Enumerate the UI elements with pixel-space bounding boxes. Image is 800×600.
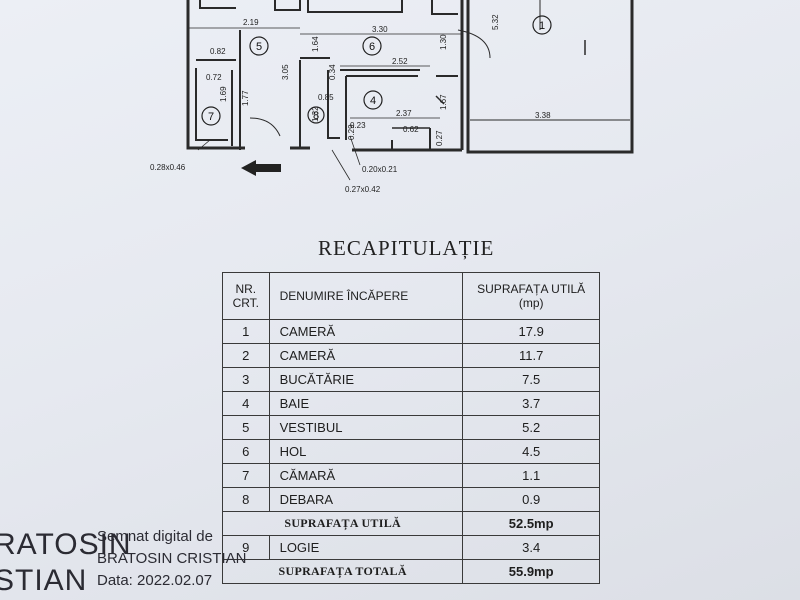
row-area: 3.7 — [462, 391, 600, 416]
row-nr: 7 — [222, 463, 270, 488]
signer-name: BRATOSIN CRISTIAN — [97, 550, 247, 567]
recap-title: RECAPITULAȚIE — [318, 236, 495, 260]
dimension-label: 3.38 — [535, 111, 551, 120]
row-name: BAIE — [268, 391, 464, 416]
row-nr: 6 — [222, 439, 270, 464]
dimension-label: 3.30 — [372, 25, 388, 34]
dimension-label: 5.32 — [491, 14, 500, 30]
dimension-label: 2.52 — [392, 57, 408, 66]
row-area: 1.1 — [462, 463, 600, 488]
room-number: 1 — [539, 20, 545, 32]
row-area: 5.2 — [462, 415, 600, 440]
row-area: 3.4 — [462, 535, 600, 560]
room-number: 8 — [313, 110, 319, 122]
recap-table: NR. CRT. DENUMIRE ÎNCĂPERE SUPRAFAȚA UTI… — [221, 272, 600, 584]
dimension-label: 0.34 — [328, 64, 337, 80]
table-row: 4 BAIE 3.7 — [222, 391, 600, 416]
header-room-name: DENUMIRE ÎNCĂPERE — [268, 272, 464, 320]
callout-label: 0.20x0.21 — [362, 165, 398, 174]
dimension-label: 0.85 — [318, 93, 334, 102]
table-row: 6 HOL 4.5 — [222, 439, 600, 464]
dimension-label: 0.27 — [435, 130, 444, 146]
row-area: 17.9 — [462, 319, 600, 344]
table-row: 1 CAMERĂ 17.9 — [222, 319, 600, 344]
room-number: 4 — [370, 95, 376, 107]
table-header-row: NR. CRT. DENUMIRE ÎNCĂPERE SUPRAFAȚA UTI… — [222, 272, 600, 320]
row-name: CĂMARĂ — [268, 463, 464, 488]
dimension-label: 1.32 — [311, 106, 320, 122]
dimension-label: 1.77 — [241, 90, 250, 106]
row-name: CAMERĂ — [268, 319, 464, 344]
grand-total-row: SUPRAFAȚA TOTALĂ 55.9mp — [221, 559, 600, 584]
dimension-label: 0.62 — [403, 125, 419, 134]
room-number: 6 — [369, 41, 375, 53]
dimension-label: 0.82 — [210, 47, 226, 56]
row-name: CAMERĂ — [268, 343, 464, 368]
row-nr: 3 — [222, 367, 270, 392]
dimension-label: 1.30 — [439, 34, 448, 50]
table-row: 3 BUCĂTĂRIE 7.5 — [222, 367, 600, 392]
dimension-label: 3.05 — [281, 64, 290, 80]
row-name: DEBARA — [268, 487, 464, 512]
entrance-arrow-icon — [241, 160, 281, 176]
signer-name-large: RATOSIN — [0, 528, 132, 561]
row-name: HOL — [268, 439, 464, 464]
header-useful-area: SUPRAFAȚA UTILĂ (mp) — [462, 272, 600, 320]
useful-total-label: SUPRAFAȚA UTILĂ — [221, 511, 464, 536]
signed-label: Semnat digital de — [97, 528, 213, 545]
row-name: VESTIBUL — [268, 415, 464, 440]
table-row: 7 CĂMARĂ 1.1 — [222, 463, 600, 488]
dimension-label: 0.29 — [347, 124, 356, 140]
table-row: 8 DEBARA 0.9 — [222, 487, 600, 512]
dimension-label: 1.69 — [219, 86, 228, 102]
callout-label: 0.27x0.42 — [345, 185, 381, 194]
header-nr: NR. CRT. — [222, 272, 270, 320]
dimension-label: 1.67 — [439, 94, 448, 110]
row-nr: 1 — [222, 319, 270, 344]
dimension-label: 0.72 — [206, 73, 222, 82]
table-row: 5 VESTIBUL 5.2 — [222, 415, 600, 440]
dimension-label: 1.64 — [311, 36, 320, 52]
dimension-label: 2.37 — [396, 109, 412, 118]
row-nr: 2 — [222, 343, 270, 368]
row-name: BUCĂTĂRIE — [268, 367, 464, 392]
table-row: 9 LOGIE 3.4 — [222, 535, 600, 560]
room-number: 5 — [256, 41, 262, 53]
row-area: 4.5 — [462, 439, 600, 464]
signer-name-large: STIAN — [0, 564, 88, 597]
table-row: 2 CAMERĂ 11.7 — [222, 343, 600, 368]
signature-date: Data: 2022.02.07 — [97, 572, 213, 589]
dimension-label: 0.23 — [350, 121, 366, 130]
row-area: 0.9 — [462, 487, 600, 512]
row-nr: 5 — [222, 415, 270, 440]
row-nr: 8 — [222, 487, 270, 512]
row-name: LOGIE — [268, 535, 464, 560]
row-area: 11.7 — [462, 343, 600, 368]
grand-total-label: SUPRAFAȚA TOTALĂ — [221, 559, 464, 584]
useful-total-row: SUPRAFAȚA UTILĂ 52.5mp — [221, 511, 600, 536]
room-number: 7 — [208, 111, 214, 123]
callout-label: 0.28x0.46 — [150, 163, 186, 172]
dimension-label: 2.19 — [243, 18, 259, 27]
useful-total-value: 52.5mp — [462, 511, 600, 536]
row-area: 7.5 — [462, 367, 600, 392]
grand-total-value: 55.9mp — [462, 559, 600, 584]
row-nr: 4 — [222, 391, 270, 416]
floor-plan: 1 4 5 6 7 8 2.19 3.30 5.32 0.82 1.64 1.3… — [150, 0, 634, 194]
